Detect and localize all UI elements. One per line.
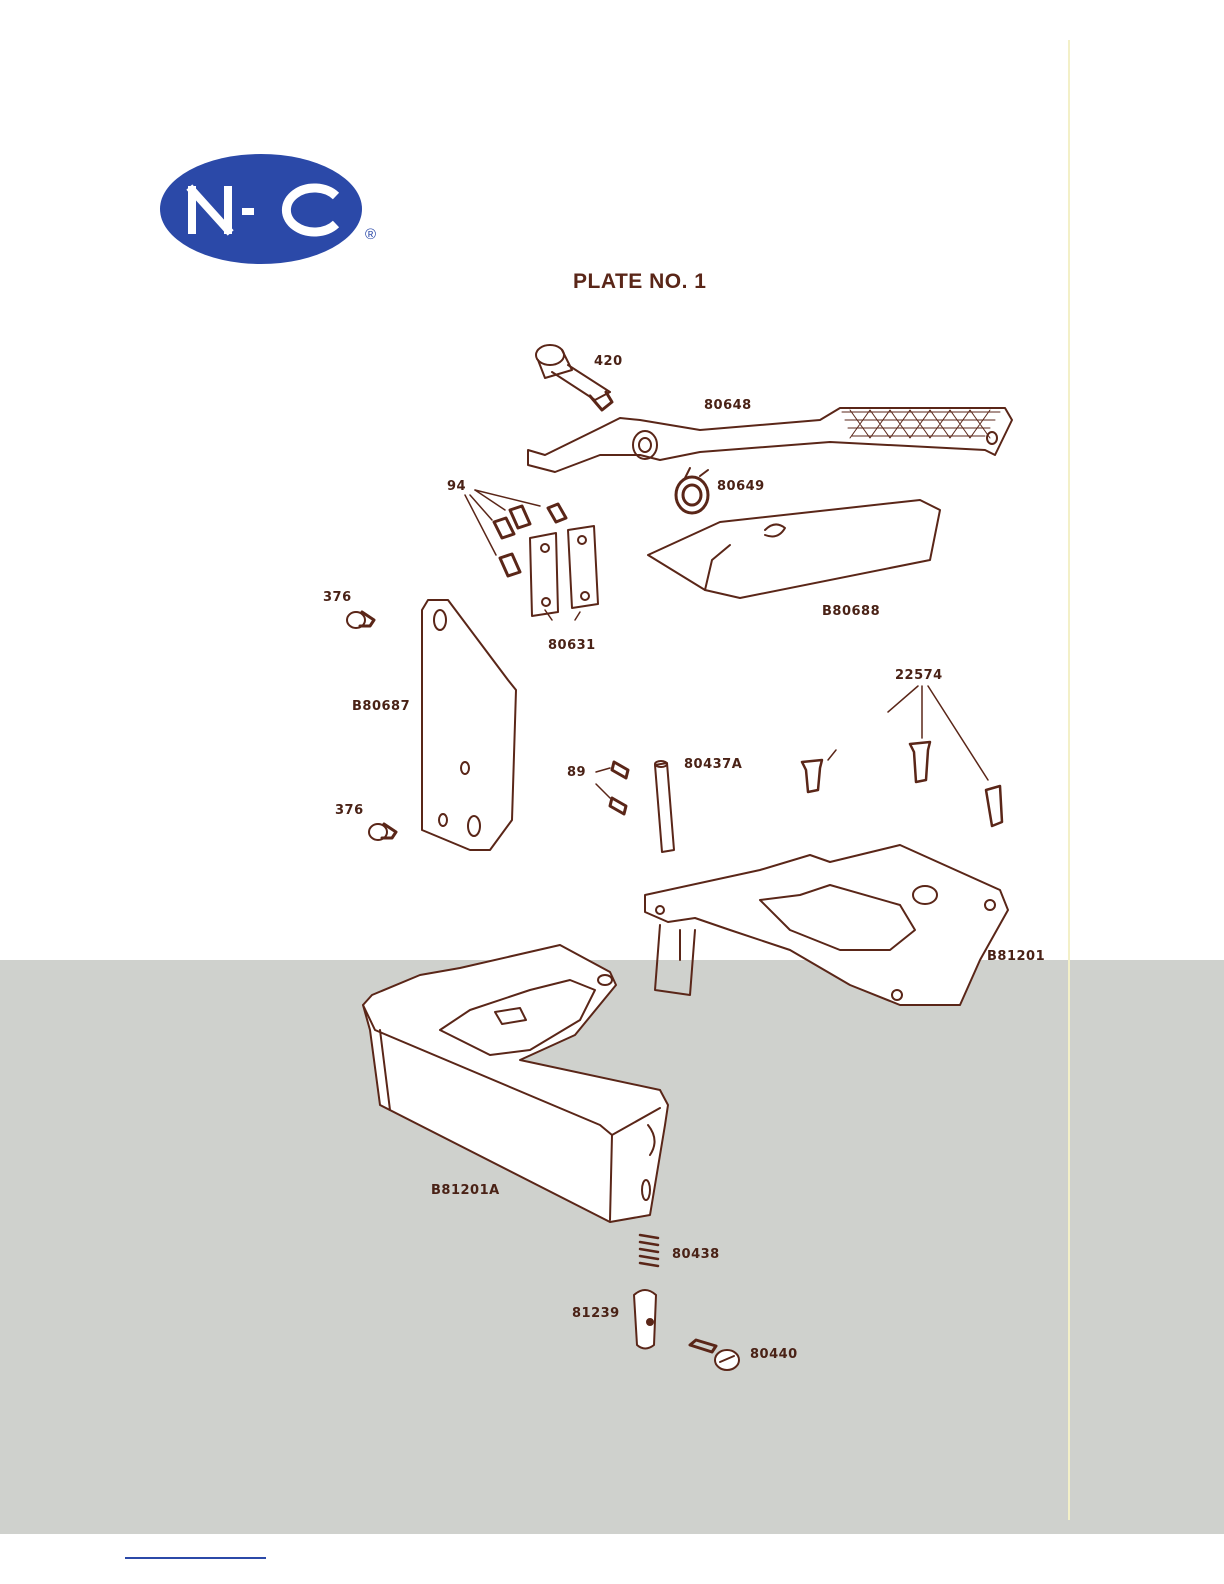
label-80649: 80649 bbox=[717, 479, 765, 494]
part-B80688-cover bbox=[648, 500, 940, 598]
label-B81201A: B81201A bbox=[431, 1183, 500, 1198]
part-81239-pin bbox=[634, 1290, 656, 1349]
label-B80687: B80687 bbox=[352, 699, 410, 714]
part-80649-spring bbox=[676, 468, 708, 513]
label-80440: 80440 bbox=[750, 1347, 798, 1362]
label-376-bottom: 376 bbox=[335, 803, 364, 818]
part-80438-spring bbox=[640, 1235, 658, 1266]
label-376-top: 376 bbox=[323, 590, 352, 605]
part-22574-leaders bbox=[828, 686, 988, 780]
part-80440-screw bbox=[690, 1340, 739, 1370]
label-80437A: 80437A bbox=[684, 757, 742, 772]
footer-link-underline[interactable] bbox=[125, 1557, 266, 1559]
part-80631-plates bbox=[530, 526, 598, 620]
part-80648-lever bbox=[528, 408, 1012, 472]
label-B81201: B81201 bbox=[987, 949, 1045, 964]
part-376-screw-top bbox=[347, 612, 374, 628]
part-B80687-plate bbox=[422, 600, 516, 850]
part-B81201-base bbox=[645, 845, 1008, 1005]
label-80648: 80648 bbox=[704, 398, 752, 413]
label-81239: 81239 bbox=[572, 1306, 620, 1321]
label-80631: 80631 bbox=[548, 638, 596, 653]
part-376-screw-bottom bbox=[369, 824, 396, 840]
label-420: 420 bbox=[594, 354, 623, 369]
part-80437A-pin bbox=[655, 761, 674, 852]
label-22574: 22574 bbox=[895, 668, 943, 683]
label-B80688: B80688 bbox=[822, 604, 880, 619]
part-89-setscrews bbox=[610, 762, 628, 814]
label-94: 94 bbox=[447, 479, 466, 494]
part-B81201A-base bbox=[363, 945, 668, 1222]
label-89: 89 bbox=[567, 765, 586, 780]
label-80438: 80438 bbox=[672, 1247, 720, 1262]
